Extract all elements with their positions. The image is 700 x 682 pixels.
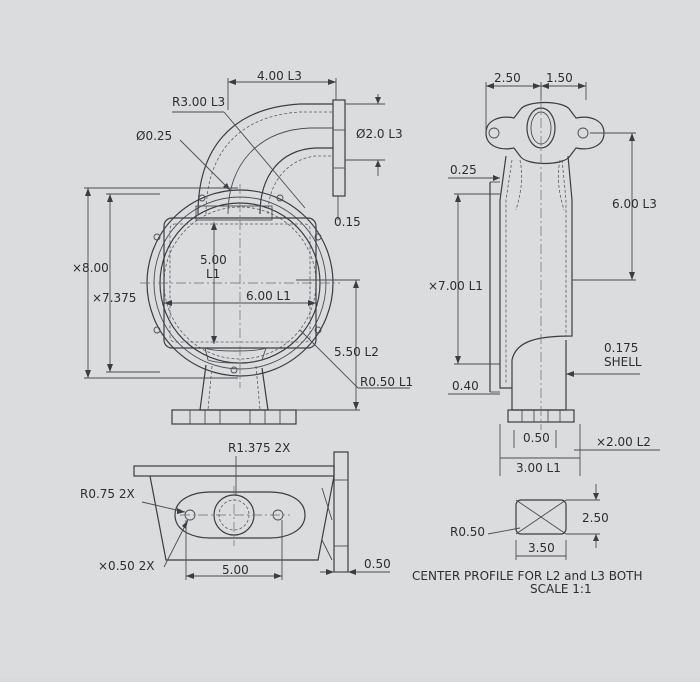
body-inner-dia-label: ×7.375 — [92, 291, 136, 305]
port-radius-label: R1.375 2X — [228, 441, 290, 455]
top-width-label: 4.00 L3 — [257, 69, 302, 83]
flange-dia-label: Ø2.0 L3 — [356, 127, 403, 141]
profile-height-label: 2.50 — [582, 511, 609, 525]
flange-gap-label: 0.15 — [334, 215, 361, 229]
side-height-l3-label: 6.00 L3 — [612, 197, 657, 211]
bend-radius-label: R3.00 L3 — [172, 95, 225, 109]
mount-hole-label: ×0.50 2X — [98, 559, 154, 573]
front-view — [84, 78, 410, 425]
side-height-label: 5.50 L2 — [334, 345, 379, 359]
mount-gap-label: 0.50 — [364, 557, 391, 571]
side-view — [448, 82, 660, 476]
center-profile — [487, 484, 600, 560]
bottom-view — [133, 451, 390, 580]
profile-radius-label: R0.50 — [450, 525, 485, 539]
mount-radius-label: R0.75 2X — [80, 487, 135, 501]
mount-width-label: 5.00 — [222, 563, 249, 577]
flange-l3 — [332, 99, 346, 197]
profile-note-label: CENTER PROFILE FOR L2 and L3 BOTH — [412, 569, 643, 583]
side-bottom-gap-label: 0.40 — [452, 379, 479, 393]
dimension-labels: 4.00 L3 R3.00 L3 Ø0.25 Ø2.0 L3 0.15 ×8.0… — [72, 69, 657, 596]
side-base-label: 0.50 — [523, 431, 550, 445]
side-dia-l1-label: ×7.00 L1 — [428, 279, 483, 293]
side-top-b-label: 1.50 — [546, 71, 573, 85]
side-base-width-label: 3.00 L1 — [516, 461, 561, 475]
scale-note-label: SCALE 1:1 — [530, 582, 592, 596]
profile-rect — [515, 499, 567, 535]
hole-dia-label: Ø0.25 — [136, 129, 172, 143]
corner-radius-label: R0.50 L1 — [360, 375, 413, 389]
side-base-dia-label: ×2.00 L2 — [596, 435, 651, 449]
body-outer-dia-label: ×8.00 — [72, 261, 109, 275]
side-top-a-label: 2.50 — [494, 71, 521, 85]
side-wall-label: 0.25 — [450, 163, 477, 177]
center-width-label: 6.00 L1 — [246, 289, 291, 303]
profile-width-label: 3.50 — [528, 541, 555, 555]
